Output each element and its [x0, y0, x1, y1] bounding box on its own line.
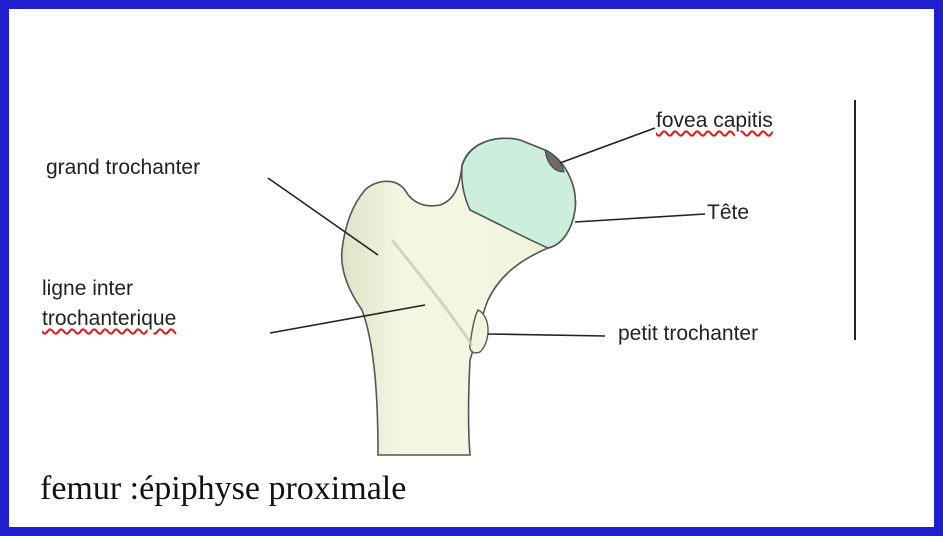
leader-tete [575, 214, 705, 222]
label-tete: Tête [707, 200, 749, 226]
label-grand-trochanter: grand trochanter [46, 155, 200, 181]
leader-fovea [560, 128, 655, 163]
label-ligne-inter: ligne inter [42, 276, 133, 302]
label-petit-trochanter: petit trochanter [618, 321, 758, 347]
leader-petit-trochanter [488, 334, 605, 336]
label-fovea-capitis: fovea capitis [656, 108, 773, 134]
diagram-caption: femur :épiphyse proximale [40, 470, 406, 508]
label-trochanterique: trochanterique [42, 306, 176, 332]
